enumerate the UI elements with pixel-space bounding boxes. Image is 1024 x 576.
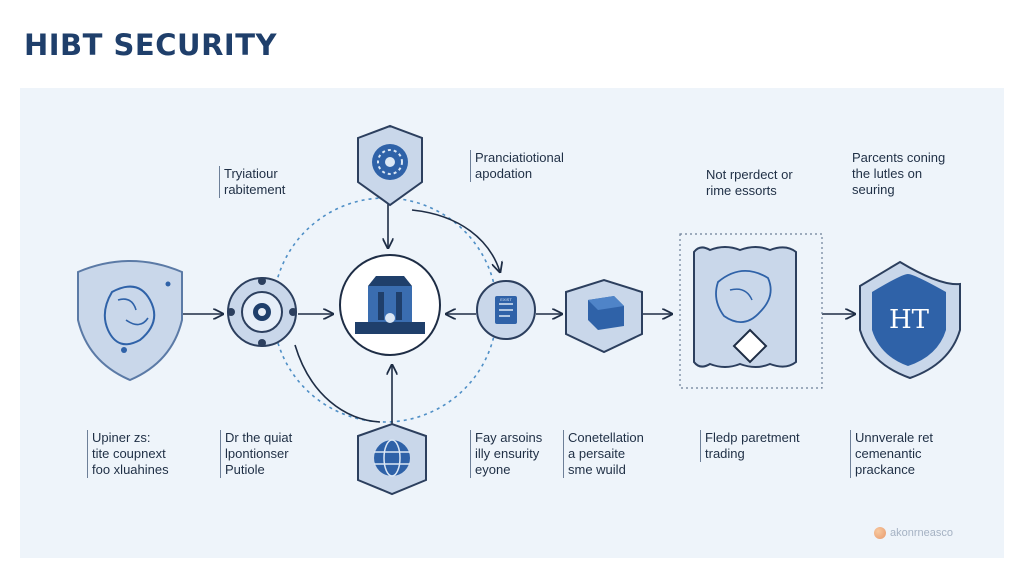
label-bottom-1: Upiner zs: tite coupnext foo xluahines [87, 430, 169, 478]
label-bottom-3-line-1: Fay arsoins [475, 430, 543, 445]
label-top-3-line-2: rime essorts [706, 183, 777, 198]
ht-shield-logo: HT [859, 260, 961, 380]
label-top-2-line-2: apodation [475, 166, 533, 181]
label-top-4-line-2: the lutles on [852, 166, 923, 181]
label-top-3: Not rperdect or rime essorts [706, 167, 793, 199]
label-top-3-line-1: Not rperdect or [706, 167, 793, 182]
label-bottom-6: Unnverale ret cemenantic prackance [850, 430, 933, 478]
label-bottom-5-line-2: trading [705, 446, 745, 461]
label-bottom-2-line-3: Putiole [225, 462, 265, 477]
label-bottom-4-line-3: sme wuild [568, 462, 626, 477]
label-top-4-line-1: Parcents coning [852, 150, 946, 165]
label-bottom-2-line-1: Dr the quiat [225, 430, 293, 445]
package-shield-icon [565, 278, 643, 354]
watermark: akonrneasco [874, 527, 953, 539]
label-bottom-3-line-3: eyone [475, 462, 511, 477]
document-node-text: EXIST [500, 297, 512, 302]
label-top-1-line-1: Tryiatiour [224, 166, 278, 181]
label-bottom-4-line-1: Conetellation [568, 430, 644, 445]
label-top-4: Parcents coning the lutles on seuring [852, 150, 945, 198]
label-bottom-2: Dr the quiat lpontionser Putiole [220, 430, 292, 478]
label-bottom-6-line-1: Unnverale ret [855, 430, 934, 445]
label-top-2: Pranciatiotional apodation [470, 150, 564, 182]
map-frame-icon [679, 233, 823, 389]
label-bottom-6-line-2: cemenantic [855, 446, 922, 461]
shield-text: HT [889, 305, 930, 335]
dragon-shield-icon [77, 260, 183, 382]
label-top-1-line-2: rabitement [224, 182, 286, 197]
label-top-1: Tryiatiour rabitement [219, 166, 285, 198]
label-bottom-5-line-1: Fledp paretment [705, 430, 800, 445]
vault-badge-icon [357, 124, 423, 207]
label-bottom-3: Fay arsoins illy ensurity eyone [470, 430, 542, 478]
label-top-4-line-3: seuring [852, 182, 895, 197]
label-bottom-1-line-2: tite coupnext [92, 446, 166, 461]
watermark-logo-icon [874, 527, 886, 539]
label-bottom-3-line-2: illy ensurity [475, 446, 540, 461]
label-bottom-4-line-2: a persaite [568, 446, 626, 461]
label-bottom-1-line-1: Upiner zs: [92, 430, 151, 445]
label-bottom-1-line-3: foo xluahines [92, 462, 169, 477]
label-bottom-2-line-2: lpontionser [225, 446, 289, 461]
label-bottom-6-line-3: prackance [855, 462, 915, 477]
arc-top-connector [411, 209, 500, 272]
globe-badge-icon [357, 422, 427, 496]
exchange-building-icon [339, 254, 441, 356]
label-bottom-5: Fledp paretment trading [700, 430, 800, 462]
label-top-2-line-1: Pranciatiotional [475, 150, 564, 165]
page-title: HIBT SECURITY [24, 28, 277, 62]
label-bottom-4: Conetellation a persaite sme wuild [563, 430, 644, 478]
watermark-text: akonrneasco [890, 527, 953, 539]
arc-bottom-connector [294, 344, 381, 423]
lock-gear-icon [227, 277, 297, 347]
document-node-icon: EXIST [476, 280, 536, 340]
